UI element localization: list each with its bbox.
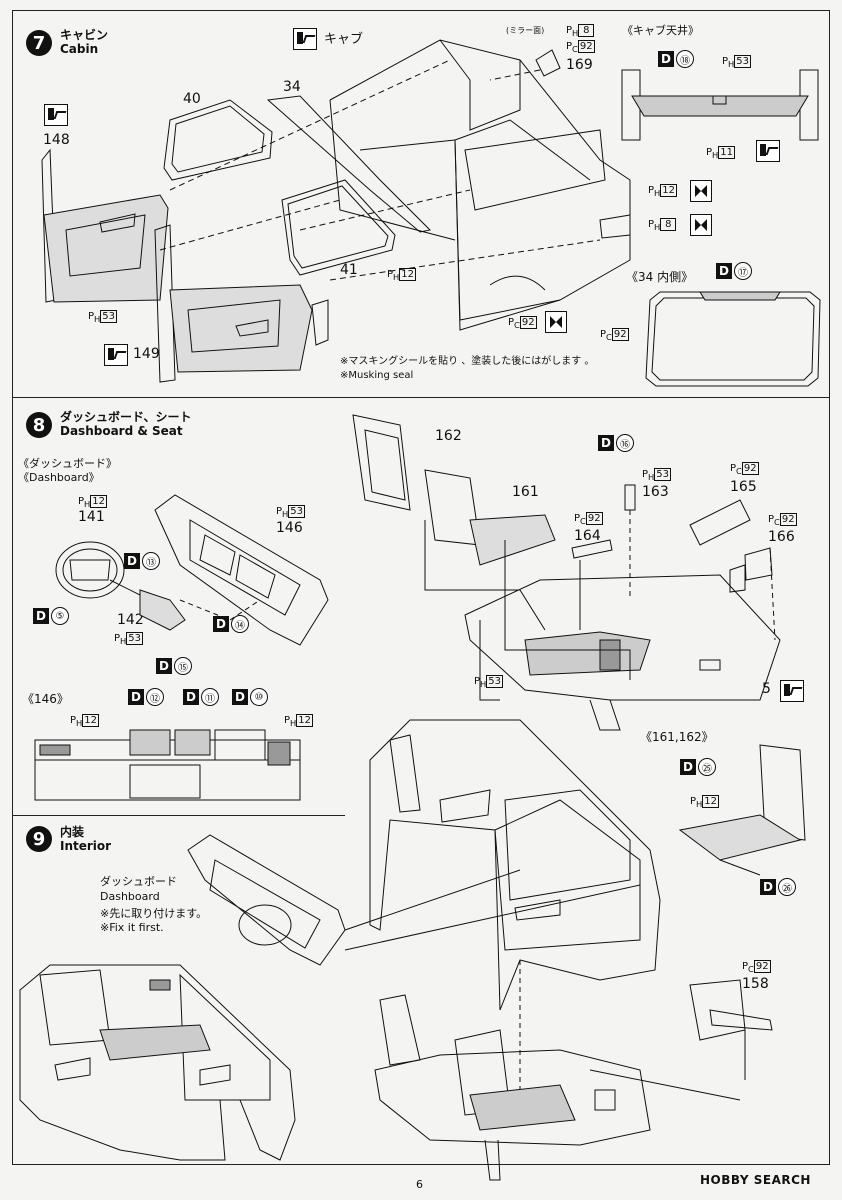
step-title-jp: 内装 [60,825,85,839]
part-34-label: 34 [283,79,301,95]
masking-note-jp: ※マスキングシールを貼り 、塗装した後にはがします 。 [340,356,595,367]
part-165-label: 165 [730,479,757,495]
mirror-face-label: (ミラー面) [506,26,545,35]
step-number-badge: 7 [26,30,52,56]
part-40-label: 40 [183,91,201,107]
detail-seats-title: 《161,162》 [640,730,714,744]
cab-label: キャブ [324,32,364,47]
part-158-label: 158 [742,976,769,992]
step-title-en: Cabin [60,42,99,56]
section-divider-7-8 [12,397,830,398]
roof-mask-icon [756,140,780,162]
part-141-label: 141 [78,509,105,525]
cab-assembly-icon [293,28,317,50]
masking-bow-icon-3 [545,311,567,333]
masking-note-en: ※Musking seal [340,370,414,381]
fix-first-note-en: ※Fix it first. [100,921,164,934]
detail-146-title: 《146》 [22,692,69,706]
part-149-icon [104,344,128,366]
masking-bow-icon-1 [690,180,712,202]
step8-dashboard-seat-drawing [0,0,842,820]
cab-roof-title: 《キャブ天井》 [622,24,699,37]
fix-first-note-jp: ※先に取り付けます。 [100,907,208,920]
floor-mask-icon [780,680,804,702]
step-title-en: Interior [60,839,112,853]
step-title-jp: ダッシュボード、シート [60,410,192,424]
step-number-badge: 8 [26,412,52,438]
part-5-label: 5 [762,681,771,697]
page-border [12,10,830,1165]
masking-bow-icon-2 [690,214,712,236]
page-number: 6 [416,1178,423,1191]
part-148-label: 148 [43,132,70,148]
dashboard-title-jp: 《ダッシュボード》 [18,457,117,470]
section-divider-8-9 [12,815,345,816]
part-148-icon [44,104,68,126]
part-163-label: 163 [642,484,669,500]
dashboard-label-jp: ダッシュボード [100,875,177,888]
step7-cabin-drawing [0,0,842,400]
part-169-label: 169 [566,57,593,73]
part-162-label: 162 [435,428,462,444]
inside-34-title: 《34 内側》 [626,270,694,284]
part-149-label: 149 [133,346,160,362]
part-166-label: 166 [768,529,795,545]
part-41-label: 41 [340,262,358,278]
dashboard-title-en: 《Dashboard》 [18,471,100,484]
step-title-en: Dashboard & Seat [60,424,183,438]
part-164-label: 164 [574,528,601,544]
step-number-badge: 9 [26,826,52,852]
step-title-jp: キャビン [60,28,109,42]
part-146-label: 146 [276,520,303,536]
dashboard-label-en: Dashboard [100,890,160,903]
hobby-search-logo: HOBBY SEARCH [700,1173,811,1187]
part-161-label: 161 [512,484,539,500]
part-142-label: 142 [117,612,144,628]
